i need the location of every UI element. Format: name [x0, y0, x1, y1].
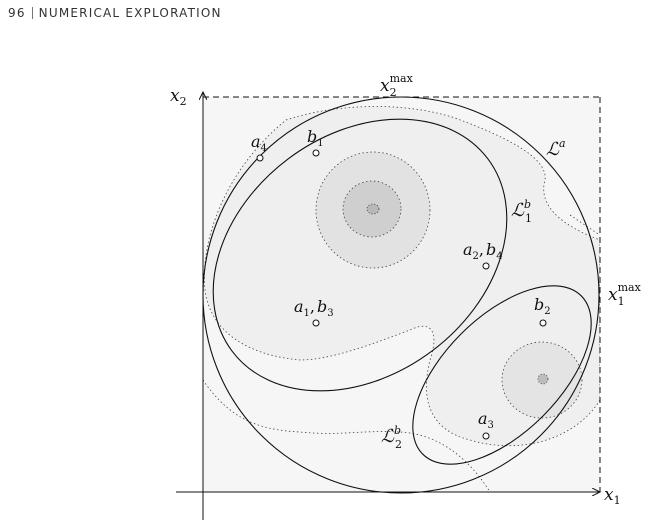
point-a2-b4 — [482, 262, 490, 270]
x1-max-label: x1max — [608, 281, 642, 308]
point-a3 — [482, 432, 490, 440]
set-Lb1-ellipse — [212, 118, 508, 392]
contour-level-1 — [204, 106, 600, 447]
point-a4-label: a4 — [251, 132, 267, 154]
point-b2-label: b2 — [534, 295, 551, 317]
running-header: 96 NUMERICAL EXPLORATION — [8, 6, 222, 20]
header-separator — [31, 7, 33, 19]
point-b1-label: b1 — [307, 127, 324, 149]
x1-axis-label: x1 — [604, 485, 621, 507]
dotted-contour-right — [569, 214, 601, 236]
x2-axis-label: x2 — [170, 86, 187, 108]
dotted-contour-bottom — [202, 379, 491, 493]
contour-level-4-lower — [537, 373, 549, 385]
point-a3-label: a3 — [478, 409, 494, 431]
point-a1-b3 — [312, 319, 320, 327]
page-number: 96 — [8, 6, 26, 20]
point-b1 — [312, 149, 320, 157]
point-a2-b4-label: a2,b4 — [463, 240, 503, 262]
set-La-label: ℒa — [546, 137, 566, 160]
set-La-circle — [202, 96, 600, 494]
set-Lb2-ellipse — [412, 285, 592, 465]
x2-max-label: x2max — [380, 72, 414, 99]
section-title: NUMERICAL EXPLORATION — [38, 6, 222, 20]
contour-level-4-upper — [366, 203, 380, 215]
point-a4 — [256, 154, 264, 162]
point-b2 — [539, 319, 547, 327]
point-a1-b3-label: a1,b3 — [294, 297, 334, 319]
